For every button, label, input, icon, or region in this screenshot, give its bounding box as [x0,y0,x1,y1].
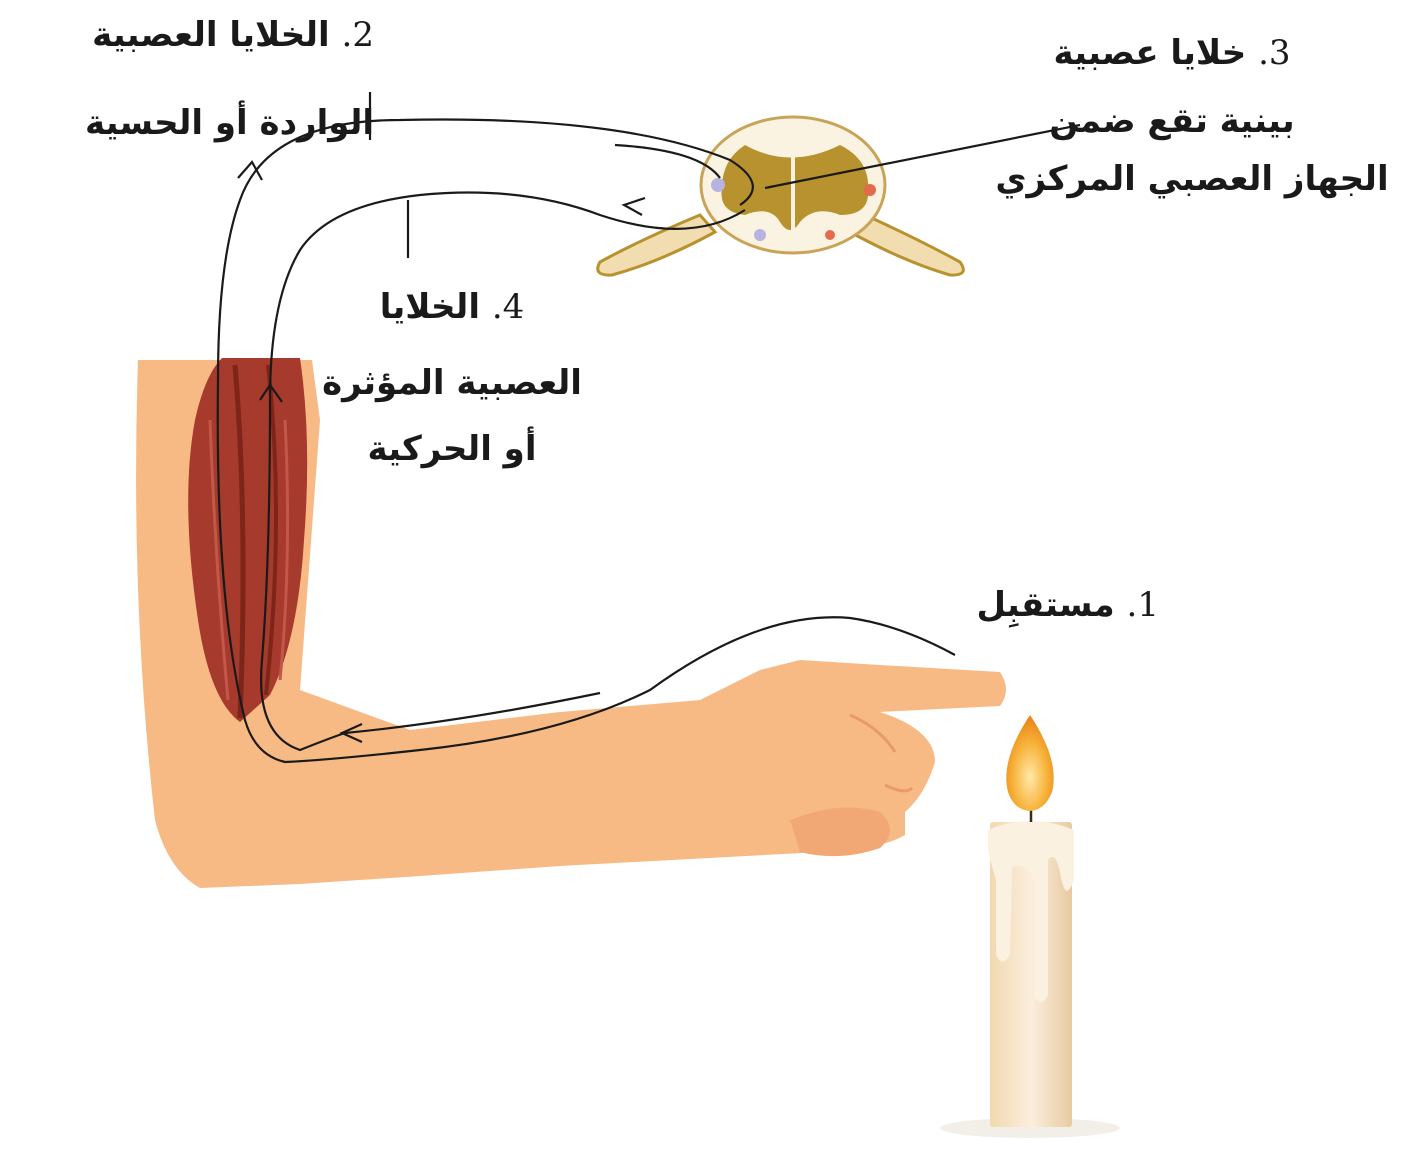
label-sensory-line1: 2. الخلايا العصبية [85,18,374,70]
label-interneurons: 3. خلايا عصبية بينية تقع ضمن الجهاز العص… [982,36,1362,196]
label-sensory-number: 2. [342,15,374,55]
hand-fist [790,808,890,857]
label-sensory-line2: الواردة أو الحسية [85,106,374,140]
label-motor-neurons: 4. الخلايا العصبية المؤثرة أو الحركية [302,290,602,466]
label-interneuron-line3: الجهاز العصبي المركزي [982,162,1402,196]
label-interneuron-line1: 3. خلايا عصبية [982,36,1362,86]
label-receptor-number: 1. [1127,585,1159,625]
label-sensory-neurons: 2. الخلايا العصبية الواردة أو الحسية [85,18,374,140]
label-receptor: 1. مستقبِل [976,588,1159,622]
candle-flame [1006,715,1053,811]
label-interneuron-line2: بينية تقع ضمن [982,104,1362,138]
spinal-cord [598,117,964,275]
candle [940,715,1120,1138]
label-motor-line1: 4. الخلايا [302,290,602,340]
label-interneuron-number: 3. [1258,33,1290,73]
label-motor-number: 4. [492,287,524,327]
label-motor-line2: العصبية المؤثرة [302,366,602,400]
label-motor-line3: أو الحركية [302,432,602,466]
motor-arrowhead-spinal [624,198,645,215]
motor-pathway [261,193,745,751]
